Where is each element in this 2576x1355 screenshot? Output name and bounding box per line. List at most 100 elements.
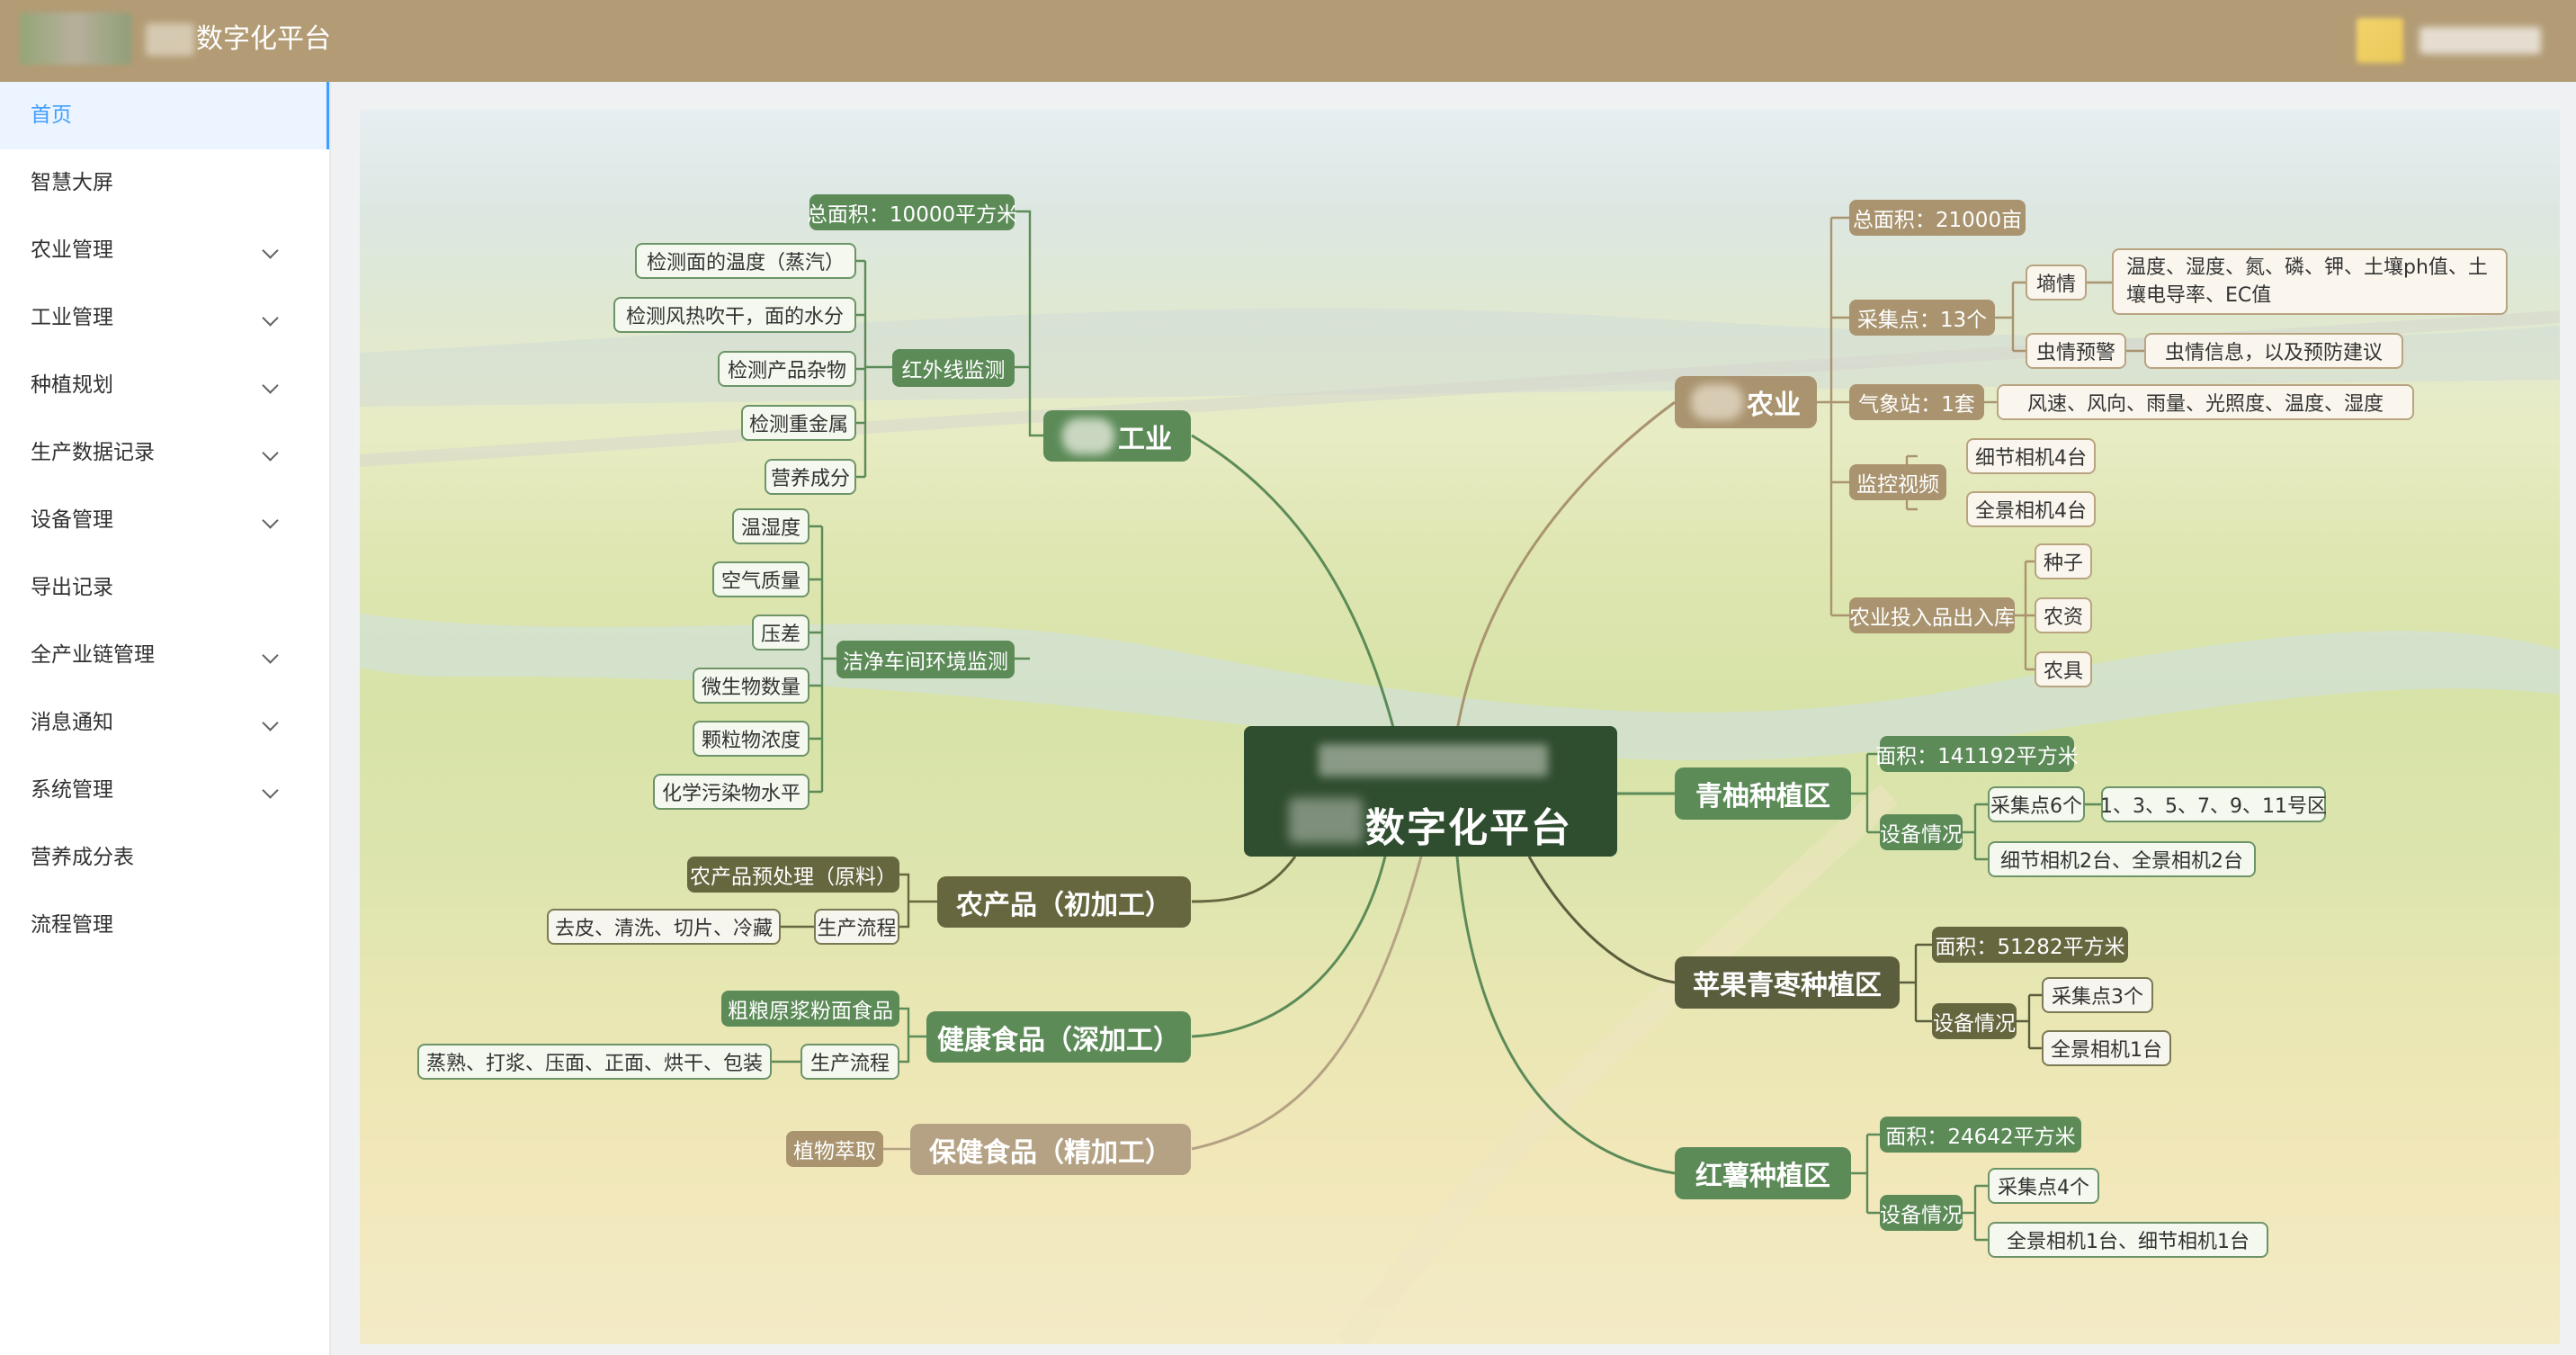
user-avatar-icon[interactable] bbox=[2357, 18, 2403, 63]
node-apple-area[interactable]: 面积：51282平方米 bbox=[1932, 927, 2128, 963]
sidebar-item-process-management[interactable]: 流程管理 bbox=[0, 892, 329, 959]
node-agri-pest-detail[interactable]: 虫情信息，以及预防建议 bbox=[2144, 333, 2403, 369]
redacted-org-name bbox=[146, 23, 194, 56]
sidebar-item-label: 智慧大屏 bbox=[31, 171, 113, 194]
node-health-food[interactable]: 健康食品（深加工） bbox=[926, 1011, 1191, 1063]
chevron-down-icon bbox=[262, 377, 279, 394]
node-cleanroom-item-1[interactable]: 温湿度 bbox=[732, 508, 809, 544]
sidebar-item-label: 消息通知 bbox=[31, 711, 113, 734]
node-cleanroom-item-6[interactable]: 化学污染物水平 bbox=[653, 774, 809, 810]
node-agri-cam-pano[interactable]: 全景相机4台 bbox=[1966, 491, 2096, 527]
node-apple[interactable]: 苹果青枣种植区 bbox=[1675, 956, 1900, 1009]
node-infrared-item-1[interactable]: 检测面的温度（蒸汽） bbox=[635, 243, 856, 279]
node-pomelo-cams[interactable]: 细节相机2台、全景相机2台 bbox=[1988, 841, 2256, 877]
sidebar-item-label: 设备管理 bbox=[31, 508, 113, 532]
sidebar-item-industry-management[interactable]: 工业管理 bbox=[0, 284, 329, 352]
chevron-down-icon bbox=[262, 310, 279, 327]
node-cleanroom[interactable]: 洁净车间环境监测 bbox=[836, 641, 1015, 678]
node-potato[interactable]: 红薯种植区 bbox=[1675, 1147, 1851, 1199]
center-title: 数字化平台 bbox=[1365, 805, 1572, 851]
node-infrared-item-2[interactable]: 检测风热吹干，面的水分 bbox=[613, 297, 856, 333]
node-agri-input-seed[interactable]: 种子 bbox=[2035, 543, 2092, 579]
chevron-down-icon bbox=[262, 512, 279, 529]
sidebar-item-production-records[interactable]: 生产数据记录 bbox=[0, 419, 329, 487]
node-agri-input-tools[interactable]: 农具 bbox=[2035, 651, 2092, 687]
node-label: 农业 bbox=[1747, 390, 1801, 421]
sidebar-item-smart-screen[interactable]: 智慧大屏 bbox=[0, 149, 329, 217]
node-pomelo-area[interactable]: 面积：141192平方米 bbox=[1875, 736, 2079, 772]
sidebar-item-system-management[interactable]: 系统管理 bbox=[0, 757, 329, 824]
sidebar-item-full-chain[interactable]: 全产业链管理 bbox=[0, 622, 329, 689]
sidebar-item-label: 导出记录 bbox=[31, 576, 113, 599]
node-infrared-item-4[interactable]: 检测重金属 bbox=[741, 405, 856, 441]
sidebar-item-agri-management[interactable]: 农业管理 bbox=[0, 217, 329, 284]
node-pomelo-collect[interactable]: 采集点6个 bbox=[1988, 786, 2085, 822]
node-pomelo[interactable]: 青柚种植区 bbox=[1675, 767, 1851, 820]
sidebar-item-label: 生产数据记录 bbox=[31, 441, 155, 464]
node-agri-weather[interactable]: 气象站：1套 bbox=[1849, 384, 1984, 420]
mindmap-center-node[interactable]: 数字化平台 bbox=[1244, 726, 1617, 857]
node-care-food-item[interactable]: 植物萃取 bbox=[786, 1131, 883, 1167]
node-cleanroom-item-2[interactable]: 空气质量 bbox=[712, 561, 809, 597]
node-label: 工业 bbox=[1118, 423, 1172, 455]
node-pomelo-equip[interactable]: 设备情况 bbox=[1880, 814, 1963, 850]
sidebar-item-device-management[interactable]: 设备管理 bbox=[0, 487, 329, 554]
sidebar-item-label: 系统管理 bbox=[31, 778, 113, 802]
node-agri-collect[interactable]: 采集点：13个 bbox=[1849, 300, 1995, 336]
node-health-food-raw[interactable]: 粗粮原浆粉面食品 bbox=[721, 991, 899, 1027]
node-potato-collect[interactable]: 采集点4个 bbox=[1988, 1168, 2099, 1204]
node-cleanroom-item-5[interactable]: 颗粒物浓度 bbox=[693, 721, 809, 757]
node-cleanroom-item-3[interactable]: 压差 bbox=[752, 615, 809, 651]
sidebar-item-label: 工业管理 bbox=[31, 306, 113, 329]
node-agri-soil-detail[interactable]: 温度、湿度、氮、磷、钾、土壤ph值、土壤电导率、EC值 bbox=[2112, 248, 2508, 315]
sidebar-item-export-records[interactable]: 导出记录 bbox=[0, 554, 329, 622]
node-potato-area[interactable]: 面积：24642平方米 bbox=[1880, 1117, 2081, 1153]
node-care-food[interactable]: 保健食品（精加工） bbox=[910, 1124, 1191, 1175]
top-header: 数字化平台 bbox=[0, 0, 2576, 82]
node-cleanroom-item-4[interactable]: 微生物数量 bbox=[693, 668, 809, 704]
node-agri-primary[interactable]: 农产品（初加工） bbox=[937, 876, 1191, 928]
node-agri-primary-flow[interactable]: 生产流程 bbox=[814, 909, 899, 945]
node-agri-weather-detail[interactable]: 风速、风向、雨量、光照度、温度、湿度 bbox=[1997, 384, 2414, 420]
node-apple-equip[interactable]: 设备情况 bbox=[1932, 1003, 2017, 1039]
node-agri-area[interactable]: 总面积：21000亩 bbox=[1849, 200, 2026, 236]
node-apple-collect[interactable]: 采集点3个 bbox=[2042, 977, 2153, 1013]
sidebar-item-label: 种植规划 bbox=[31, 373, 113, 397]
node-infrared[interactable]: 红外线监测 bbox=[892, 349, 1015, 387]
sidebar-item-label: 全产业链管理 bbox=[31, 643, 155, 667]
mindmap-canvas: 数字化平台 工业 总面积：10000平方米 红外线监测 检测面的温度（蒸汽） 检… bbox=[360, 110, 2560, 1344]
node-health-food-flow[interactable]: 生产流程 bbox=[801, 1044, 899, 1080]
node-agri-primary-raw[interactable]: 农产品预处理（原料） bbox=[687, 857, 899, 893]
node-agri-cam-detail[interactable]: 细节相机4台 bbox=[1966, 438, 2096, 474]
sidebar-item-notifications[interactable]: 消息通知 bbox=[0, 689, 329, 757]
sidebar-item-planting-plan[interactable]: 种植规划 bbox=[0, 352, 329, 419]
sidebar-item-label: 营养成分表 bbox=[31, 846, 134, 869]
logo-icon bbox=[20, 13, 131, 65]
sidebar-item-home[interactable]: 首页 bbox=[0, 82, 329, 149]
sidebar-item-label: 农业管理 bbox=[31, 238, 113, 262]
node-agri-soil[interactable]: 墒情 bbox=[2026, 265, 2087, 301]
node-agri-pest[interactable]: 虫情预警 bbox=[2026, 333, 2126, 369]
node-infrared-item-5[interactable]: 营养成分 bbox=[765, 459, 856, 495]
redacted-user-name[interactable] bbox=[2419, 27, 2541, 54]
redacted-prefix bbox=[1691, 384, 1743, 420]
app-title: 数字化平台 bbox=[196, 23, 331, 55]
redacted-center-text bbox=[1319, 744, 1548, 776]
redacted-center-prefix bbox=[1289, 798, 1363, 843]
node-agri-primary-steps[interactable]: 去皮、清洗、切片、冷藏 bbox=[547, 909, 781, 945]
node-agriculture[interactable]: 农业 bbox=[1675, 376, 1817, 428]
node-pomelo-collect-detail[interactable]: 1、3、5、7、9、11号区 bbox=[2100, 786, 2327, 822]
sidebar-item-label: 首页 bbox=[31, 103, 72, 127]
node-agri-inputs[interactable]: 农业投入品出入库 bbox=[1849, 597, 2015, 633]
node-agri-video[interactable]: 监控视频 bbox=[1849, 464, 1946, 500]
node-industry[interactable]: 工业 bbox=[1043, 410, 1191, 462]
node-health-food-steps[interactable]: 蒸熟、打浆、压面、正面、烘干、包装 bbox=[417, 1044, 772, 1080]
node-infrared-item-3[interactable]: 检测产品杂物 bbox=[718, 351, 856, 387]
sidebar-item-nutrition-table[interactable]: 营养成分表 bbox=[0, 824, 329, 892]
node-potato-cams[interactable]: 全景相机1台、细节相机1台 bbox=[1988, 1222, 2268, 1258]
sidebar-menu: 首页 智慧大屏 农业管理 工业管理 种植规划 生产数据记录 设备管理 导出记录 … bbox=[0, 82, 331, 1355]
node-apple-cams[interactable]: 全景相机1台 bbox=[2042, 1030, 2171, 1066]
node-industry-area[interactable]: 总面积：10000平方米 bbox=[807, 194, 1017, 230]
node-potato-equip[interactable]: 设备情况 bbox=[1880, 1195, 1963, 1231]
node-agri-input-material[interactable]: 农资 bbox=[2035, 597, 2092, 633]
